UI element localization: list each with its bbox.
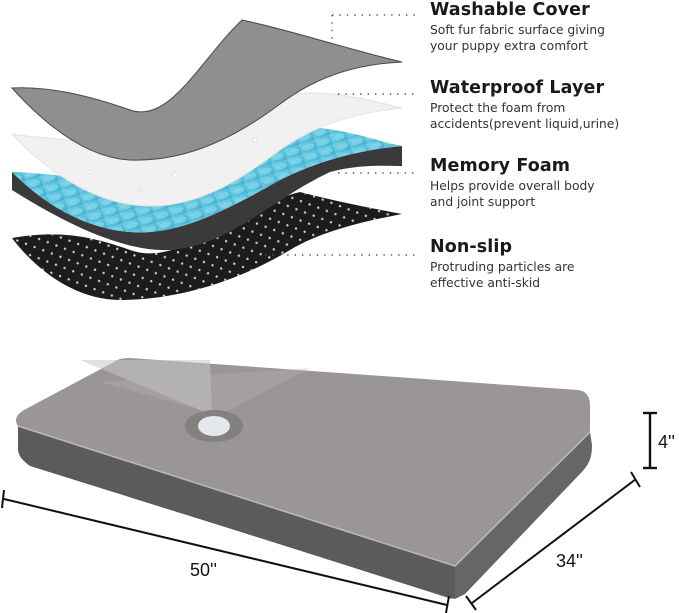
sensor-dot	[198, 416, 230, 436]
width-dimension-line	[465, 471, 641, 611]
feature-desc-line2: your puppy extra comfort	[430, 39, 588, 53]
bed-right-side	[455, 432, 592, 599]
bed-illustration	[1, 358, 657, 613]
feature-title: Memory Foam	[430, 156, 571, 176]
layers-illustration	[10, 14, 415, 300]
sensor-light-beam	[80, 360, 212, 415]
feature-nonslip: Non-slip Protruding particles are effect…	[430, 237, 679, 291]
length-dimension-line	[1, 489, 450, 613]
feature-desc-line1: Helps provide overall body	[430, 179, 595, 193]
feature-memory-foam: Memory Foam Helps provide overall body a…	[430, 156, 679, 210]
length-label: 50''	[190, 560, 217, 580]
feature-desc-line1: Soft fur fabric surface giving	[430, 23, 605, 37]
feature-desc-line1: Protruding particles are	[430, 260, 575, 274]
feature-title: Non-slip	[430, 237, 513, 257]
nonslip-layer	[12, 192, 402, 300]
height-label: 4''	[658, 432, 675, 452]
feature-title: Washable Cover	[430, 0, 590, 20]
feature-washable-cover: Washable Cover Soft fur fabric surface g…	[430, 0, 679, 54]
leader-lines	[265, 14, 415, 256]
bed-top	[16, 358, 590, 566]
height-dimension-line	[643, 411, 657, 470]
width-label: 34''	[556, 551, 583, 571]
washable-cover-layer	[10, 19, 403, 161]
feature-desc-line2: accidents(prevent liquid,urine)	[430, 117, 620, 131]
feature-waterproof-layer: Waterproof Layer Protect the foam from a…	[430, 78, 679, 132]
feature-desc-line1: Protect the foam from	[430, 101, 566, 115]
feature-desc-line2: effective anti-skid	[430, 276, 541, 290]
feature-desc-line2: and joint support	[430, 195, 536, 209]
feature-title: Waterproof Layer	[430, 78, 605, 98]
